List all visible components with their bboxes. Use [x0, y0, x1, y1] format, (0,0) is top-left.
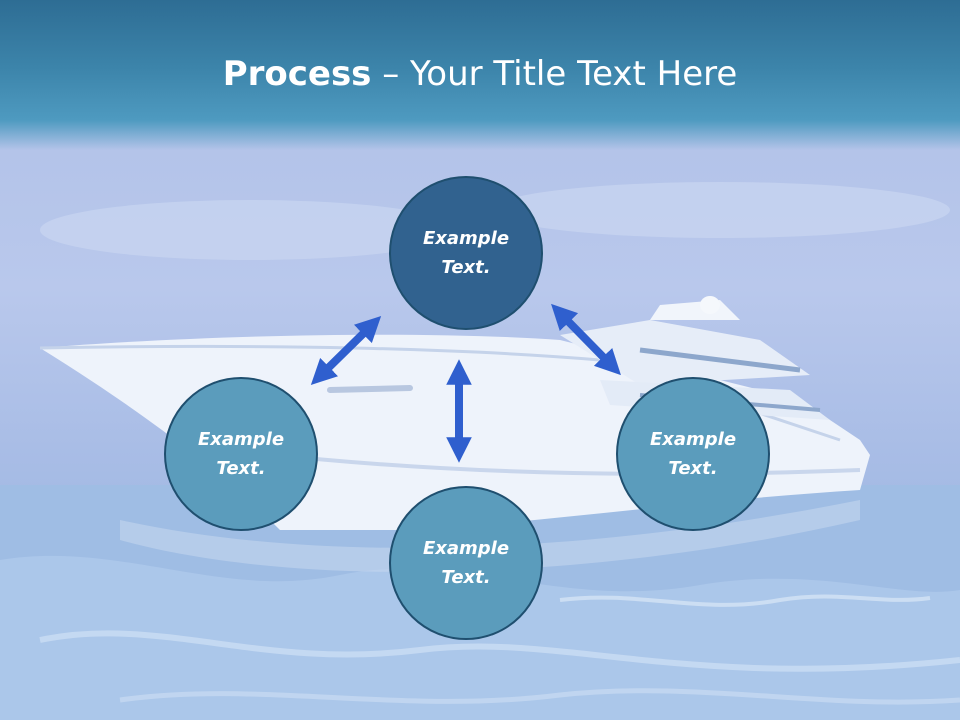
- arrow-top-right: [551, 303, 621, 376]
- title-rest: – Your Title Text Here: [371, 54, 738, 94]
- node-left-line2: Text.: [216, 458, 266, 479]
- node-left-line1: Example: [197, 429, 285, 450]
- node-right-line2: Text.: [668, 458, 718, 479]
- node-top-line1: Example: [422, 228, 510, 249]
- arrow-top-left: [310, 316, 382, 385]
- slide-title: Process – Your Title Text Here: [0, 52, 960, 96]
- node-bottom-line2: Text.: [441, 567, 491, 588]
- node-top-line2: Text.: [441, 257, 491, 278]
- node-bottom-line1: Example: [422, 538, 510, 559]
- title-bar: [0, 0, 960, 150]
- node-right-line1: Example: [649, 429, 737, 450]
- title-bold: Process: [222, 54, 372, 94]
